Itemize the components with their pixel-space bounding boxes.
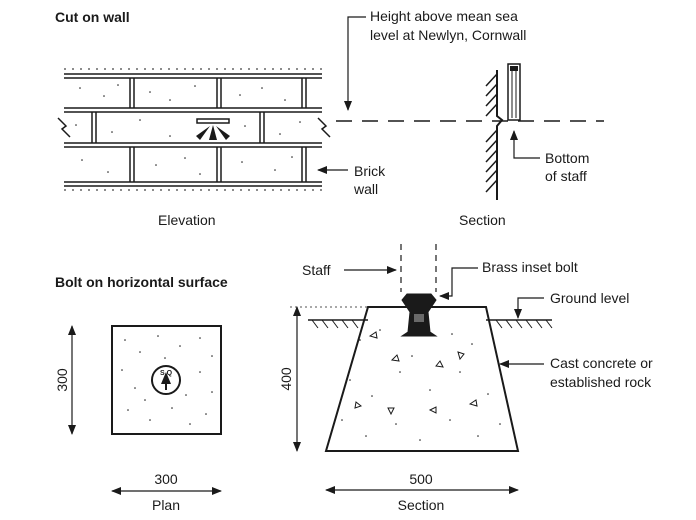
cut-on-wall-heading: Cut on wall: [55, 9, 130, 25]
wall-section: [485, 70, 504, 200]
elevation-caption: Elevation: [158, 212, 216, 228]
section-caption-bottom: Section: [398, 497, 445, 513]
plan-height-dim: 300: [54, 368, 70, 392]
concrete-label-line2: established rock: [550, 374, 652, 390]
section-width-dim: 500: [409, 471, 433, 487]
concrete-block-section: [324, 306, 520, 452]
plan-caption: Plan: [152, 497, 180, 513]
plan-width-dim: 300: [154, 471, 178, 487]
bolt-mark-text: S Q: [160, 370, 173, 377]
height-leader-arrow: [344, 16, 366, 111]
height-label-line1: Height above mean sea: [370, 8, 518, 24]
height-label-line2: level at Newlyn, Cornwall: [370, 27, 526, 43]
concrete-label-line1: Cast concrete or: [550, 355, 653, 371]
brass-inset-bolt: [400, 293, 438, 337]
section-height-dim: 400: [278, 367, 294, 391]
brass-bolt-arrow: [439, 267, 478, 300]
section-caption-top: Section: [459, 212, 506, 228]
section-height-dimension: [290, 306, 368, 452]
levelling-staff: [507, 63, 521, 121]
ground-level-label: Ground level: [550, 290, 629, 306]
plan-view: [111, 325, 222, 435]
brick-label-line2: wall: [353, 181, 378, 197]
brick-wall-elevation: [57, 68, 331, 191]
staff-dashed-outline: [400, 244, 437, 292]
ground-level-arrow: [514, 297, 544, 319]
bottom-staff-arrow: [510, 130, 540, 159]
cut-mark-symbol: [196, 118, 230, 140]
bottom-label-line2: of staff: [545, 168, 587, 184]
ground-level-hatch: [308, 319, 553, 329]
bottom-label-line1: Bottom: [545, 150, 589, 166]
bolt-heading: Bolt on horizontal surface: [55, 274, 228, 290]
staff-label: Staff: [302, 262, 331, 278]
brick-label-line1: Brick: [354, 163, 386, 179]
brass-bolt-label: Brass inset bolt: [482, 259, 578, 275]
